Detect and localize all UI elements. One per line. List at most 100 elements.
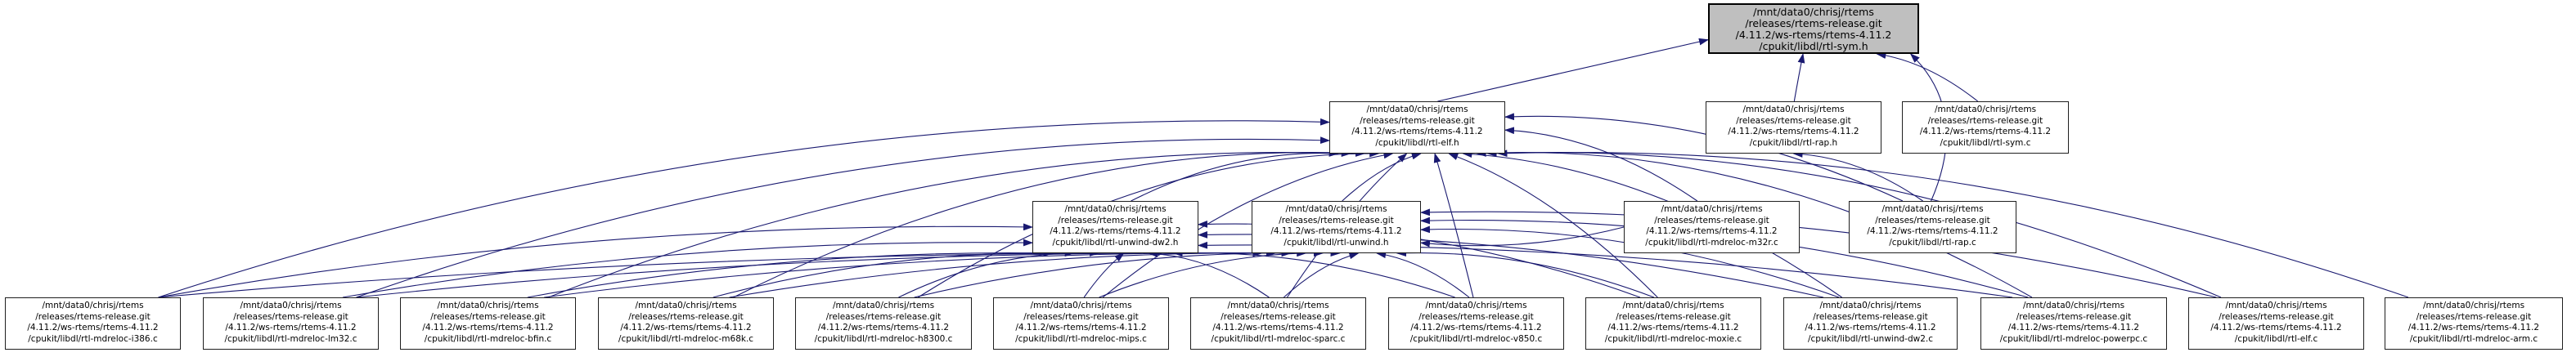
include-edge (918, 149, 1380, 298)
node-label-line: /mnt/data0/chrisj/rtems (42, 301, 144, 310)
include-edge (1131, 149, 1339, 202)
node-label-line: /releases/rtems-release.git (2416, 311, 2532, 322)
include-edge (1497, 149, 2409, 298)
include-edge (1793, 52, 1805, 102)
node-label-line: /mnt/data0/chrisj/rtems (1285, 204, 1387, 214)
node-label-line: /mnt/data0/chrisj/rtems (1742, 105, 1845, 114)
graph-node-rtl-elf-h[interactable]: /mnt/data0/chrisj/rtems/releases/rtems-r… (1329, 101, 1505, 154)
node-label-line: /releases/rtems-release.git (1745, 17, 1882, 29)
include-edge (1486, 149, 2222, 298)
graph-node-mdreloc-lm32[interactable]: /mnt/data0/chrisj/rtems/releases/rtems-r… (203, 297, 379, 350)
include-edge (1504, 127, 1698, 202)
node-label-line: /mnt/data0/chrisj/rtems (1819, 301, 1922, 310)
include-edge (1448, 153, 1658, 298)
node-label-line: /releases/rtems-release.git (233, 311, 348, 322)
include-edge (733, 149, 1366, 298)
graph-node-rtl-sym-c[interactable]: /mnt/data0/chrisj/rtems/releases/rtems-r… (1902, 101, 2069, 154)
node-label-line: /releases/rtems-release.git (825, 311, 942, 322)
node-label-line: /cpukit/libdl/rtl-elf.c (2234, 333, 2318, 344)
node-label-line: /mnt/data0/chrisj/rtems (1934, 105, 2037, 114)
include-edge (158, 249, 1263, 298)
node-label-line: /cpukit/libdl/rtl-mdreloc-moxie.c (1604, 333, 1742, 344)
node-label-line: /cpukit/libdl/rtl-mdreloc-m32r.c (1645, 237, 1778, 248)
graph-node-rtl-unwind-h[interactable]: /mnt/data0/chrisj/rtems/releases/rtems-r… (1252, 201, 1421, 253)
graph-node-mdreloc-arm[interactable]: /mnt/data0/chrisj/rtems/releases/rtems-r… (2385, 297, 2563, 350)
node-label-line: /mnt/data0/chrisj/rtems (1030, 301, 1132, 310)
graph-node-mdreloc-i386[interactable]: /mnt/data0/chrisj/rtems/releases/rtems-r… (5, 297, 181, 350)
node-label-line: /releases/rtems-release.git (1813, 311, 1928, 322)
node-label-line: /cpukit/libdl/rtl-mdreloc-m68k.c (618, 333, 754, 344)
include-edge (158, 118, 1331, 298)
node-label-line: /releases/rtems-release.git (1654, 215, 1769, 225)
graph-node-rtl-rap-h[interactable]: /mnt/data0/chrisj/rtems/releases/rtems-r… (1706, 101, 1881, 154)
node-label-line: /releases/rtems-release.git (1736, 115, 1851, 126)
node-label-line: /4.11.2/ws-rtems/rtems-4.11.2 (1212, 323, 1344, 332)
node-label-line: /cpukit/libdl/rtl-mdreloc-i386.c (28, 333, 158, 344)
graph-node-mdreloc-bfin[interactable]: /mnt/data0/chrisj/rtems/releases/rtems-r… (400, 297, 576, 350)
graph-node-elf-c[interactable]: /mnt/data0/chrisj/rtems/releases/rtems-r… (2188, 297, 2364, 350)
node-label-line: /releases/rtems-release.git (1279, 215, 1394, 225)
node-label-line: /mnt/data0/chrisj/rtems (1227, 301, 1329, 310)
graph-node-mdreloc-v850[interactable]: /mnt/data0/chrisj/rtems/releases/rtems-r… (1388, 297, 1564, 350)
node-label-line: /mnt/data0/chrisj/rtems (2225, 301, 2327, 310)
graph-node-unwind-dw2-c[interactable]: /mnt/data0/chrisj/rtems/releases/rtems-r… (1783, 297, 1958, 350)
node-label-line: /mnt/data0/chrisj/rtems (240, 301, 342, 310)
node-label-line: /mnt/data0/chrisj/rtems (2022, 301, 2125, 310)
include-edge (1419, 208, 2217, 298)
include-edge (548, 149, 1351, 298)
node-label-line: /4.11.2/ws-rtems/rtems-4.11.2 (27, 323, 159, 332)
node-label-line: /cpukit/libdl/rtl-mdreloc-sparc.c (1211, 333, 1346, 344)
graph-node-rtl-rap-c[interactable]: /mnt/data0/chrisj/rtems/releases/rtems-r… (1849, 201, 2016, 253)
graph-node-mdreloc-moxie[interactable]: /mnt/data0/chrisj/rtems/releases/rtems-r… (1585, 297, 1761, 350)
graph-node-mdreloc-sparc[interactable]: /mnt/data0/chrisj/rtems/releases/rtems-r… (1190, 297, 1366, 350)
node-label-line: /releases/rtems-release.git (1221, 311, 1336, 322)
node-label-line: /4.11.2/ws-rtems/rtems-4.11.2 (1270, 226, 1402, 236)
include-edge (342, 239, 1034, 298)
graph-node-rtl-unwind-dw2-h[interactable]: /mnt/data0/chrisj/rtems/releases/rtems-r… (1032, 201, 1198, 253)
node-label-line: /cpukit/libdl/rtl-mdreloc-powerpc.c (1999, 333, 2148, 344)
node-label-line: /releases/rtems-release.git (2016, 311, 2132, 322)
node-label-line: /mnt/data0/chrisj/rtems (1622, 301, 1724, 310)
node-label-line: /mnt/data0/chrisj/rtems (2422, 301, 2525, 310)
graph-node-mdreloc-h8300[interactable]: /mnt/data0/chrisj/rtems/releases/rtems-r… (795, 297, 972, 350)
node-label-line: /cpukit/libdl/rtl-sym.h (1759, 40, 1868, 52)
include-edge (158, 223, 1034, 298)
include-edge (1433, 152, 1474, 298)
include-edge (1099, 249, 1341, 298)
graph-node-rtl-sym-h: /mnt/data0/chrisj/rtems/releases/rtems-r… (1708, 3, 1919, 54)
node-label-line: /4.11.2/ws-rtems/rtems-4.11.2 (1351, 127, 1483, 136)
node-label-line: /mnt/data0/chrisj/rtems (1881, 204, 1984, 214)
include-edge (1437, 38, 1710, 102)
graph-node-mdreloc-powerpc[interactable]: /mnt/data0/chrisj/rtems/releases/rtems-r… (1980, 297, 2167, 350)
node-label-line: /releases/rtems-release.git (1360, 115, 1475, 126)
node-label-line: /4.11.2/ws-rtems/rtems-4.11.2 (1867, 226, 1998, 236)
node-label-line: /releases/rtems-release.git (2219, 311, 2334, 322)
node-label-line: /cpukit/libdl/rtl-mdreloc-bfin.c (424, 333, 552, 344)
include-edge (729, 249, 1307, 298)
include-edge (713, 249, 1075, 298)
node-label-line: /cpukit/libdl/rtl-rap.c (1889, 237, 1976, 248)
node-label-line: /4.11.2/ws-rtems/rtems-4.11.2 (1050, 226, 1181, 236)
node-label-line: /4.11.2/ws-rtems/rtems-4.11.2 (1646, 226, 1778, 236)
graph-node-rtl-mdreloc-m32r-c[interactable]: /mnt/data0/chrisj/rtems/releases/rtems-r… (1624, 201, 1800, 253)
graph-node-mdreloc-mips[interactable]: /mnt/data0/chrisj/rtems/releases/rtems-r… (993, 297, 1169, 350)
node-label-line: /mnt/data0/chrisj/rtems (437, 301, 539, 310)
node-label-line: /4.11.2/ws-rtems/rtems-4.11.2 (1607, 323, 1739, 332)
include-edge (1083, 252, 1125, 298)
node-label-line: /cpukit/libdl/rtl-mdreloc-lm32.c (224, 333, 357, 344)
node-label-line: /cpukit/libdl/rtl-unwind.h (1284, 237, 1389, 248)
node-label-line: /4.11.2/ws-rtems/rtems-4.11.2 (1805, 323, 1936, 332)
graph-node-mdreloc-m68k[interactable]: /mnt/data0/chrisj/rtems/releases/rtems-r… (598, 297, 774, 350)
node-label-line: /releases/rtems-release.git (1616, 311, 1731, 322)
node-label-line: /cpukit/libdl/rtl-mdreloc-mips.c (1015, 333, 1147, 344)
node-label-line: /mnt/data0/chrisj/rtems (1064, 204, 1167, 214)
node-label-line: /releases/rtems-release.git (1927, 115, 2043, 126)
node-label-line: /cpukit/libdl/rtl-unwind-dw2.h (1052, 237, 1179, 248)
node-label-line: /cpukit/libdl/rtl-mdreloc-v850.c (1409, 333, 1543, 344)
node-label-line: /4.11.2/ws-rtems/rtems-4.11.2 (2007, 323, 2140, 332)
node-label-line: /releases/rtems-release.git (1023, 311, 1139, 322)
include-edge (1504, 113, 1904, 202)
node-label-line: /mnt/data0/chrisj/rtems (832, 301, 935, 310)
include-edge (1102, 151, 1394, 298)
